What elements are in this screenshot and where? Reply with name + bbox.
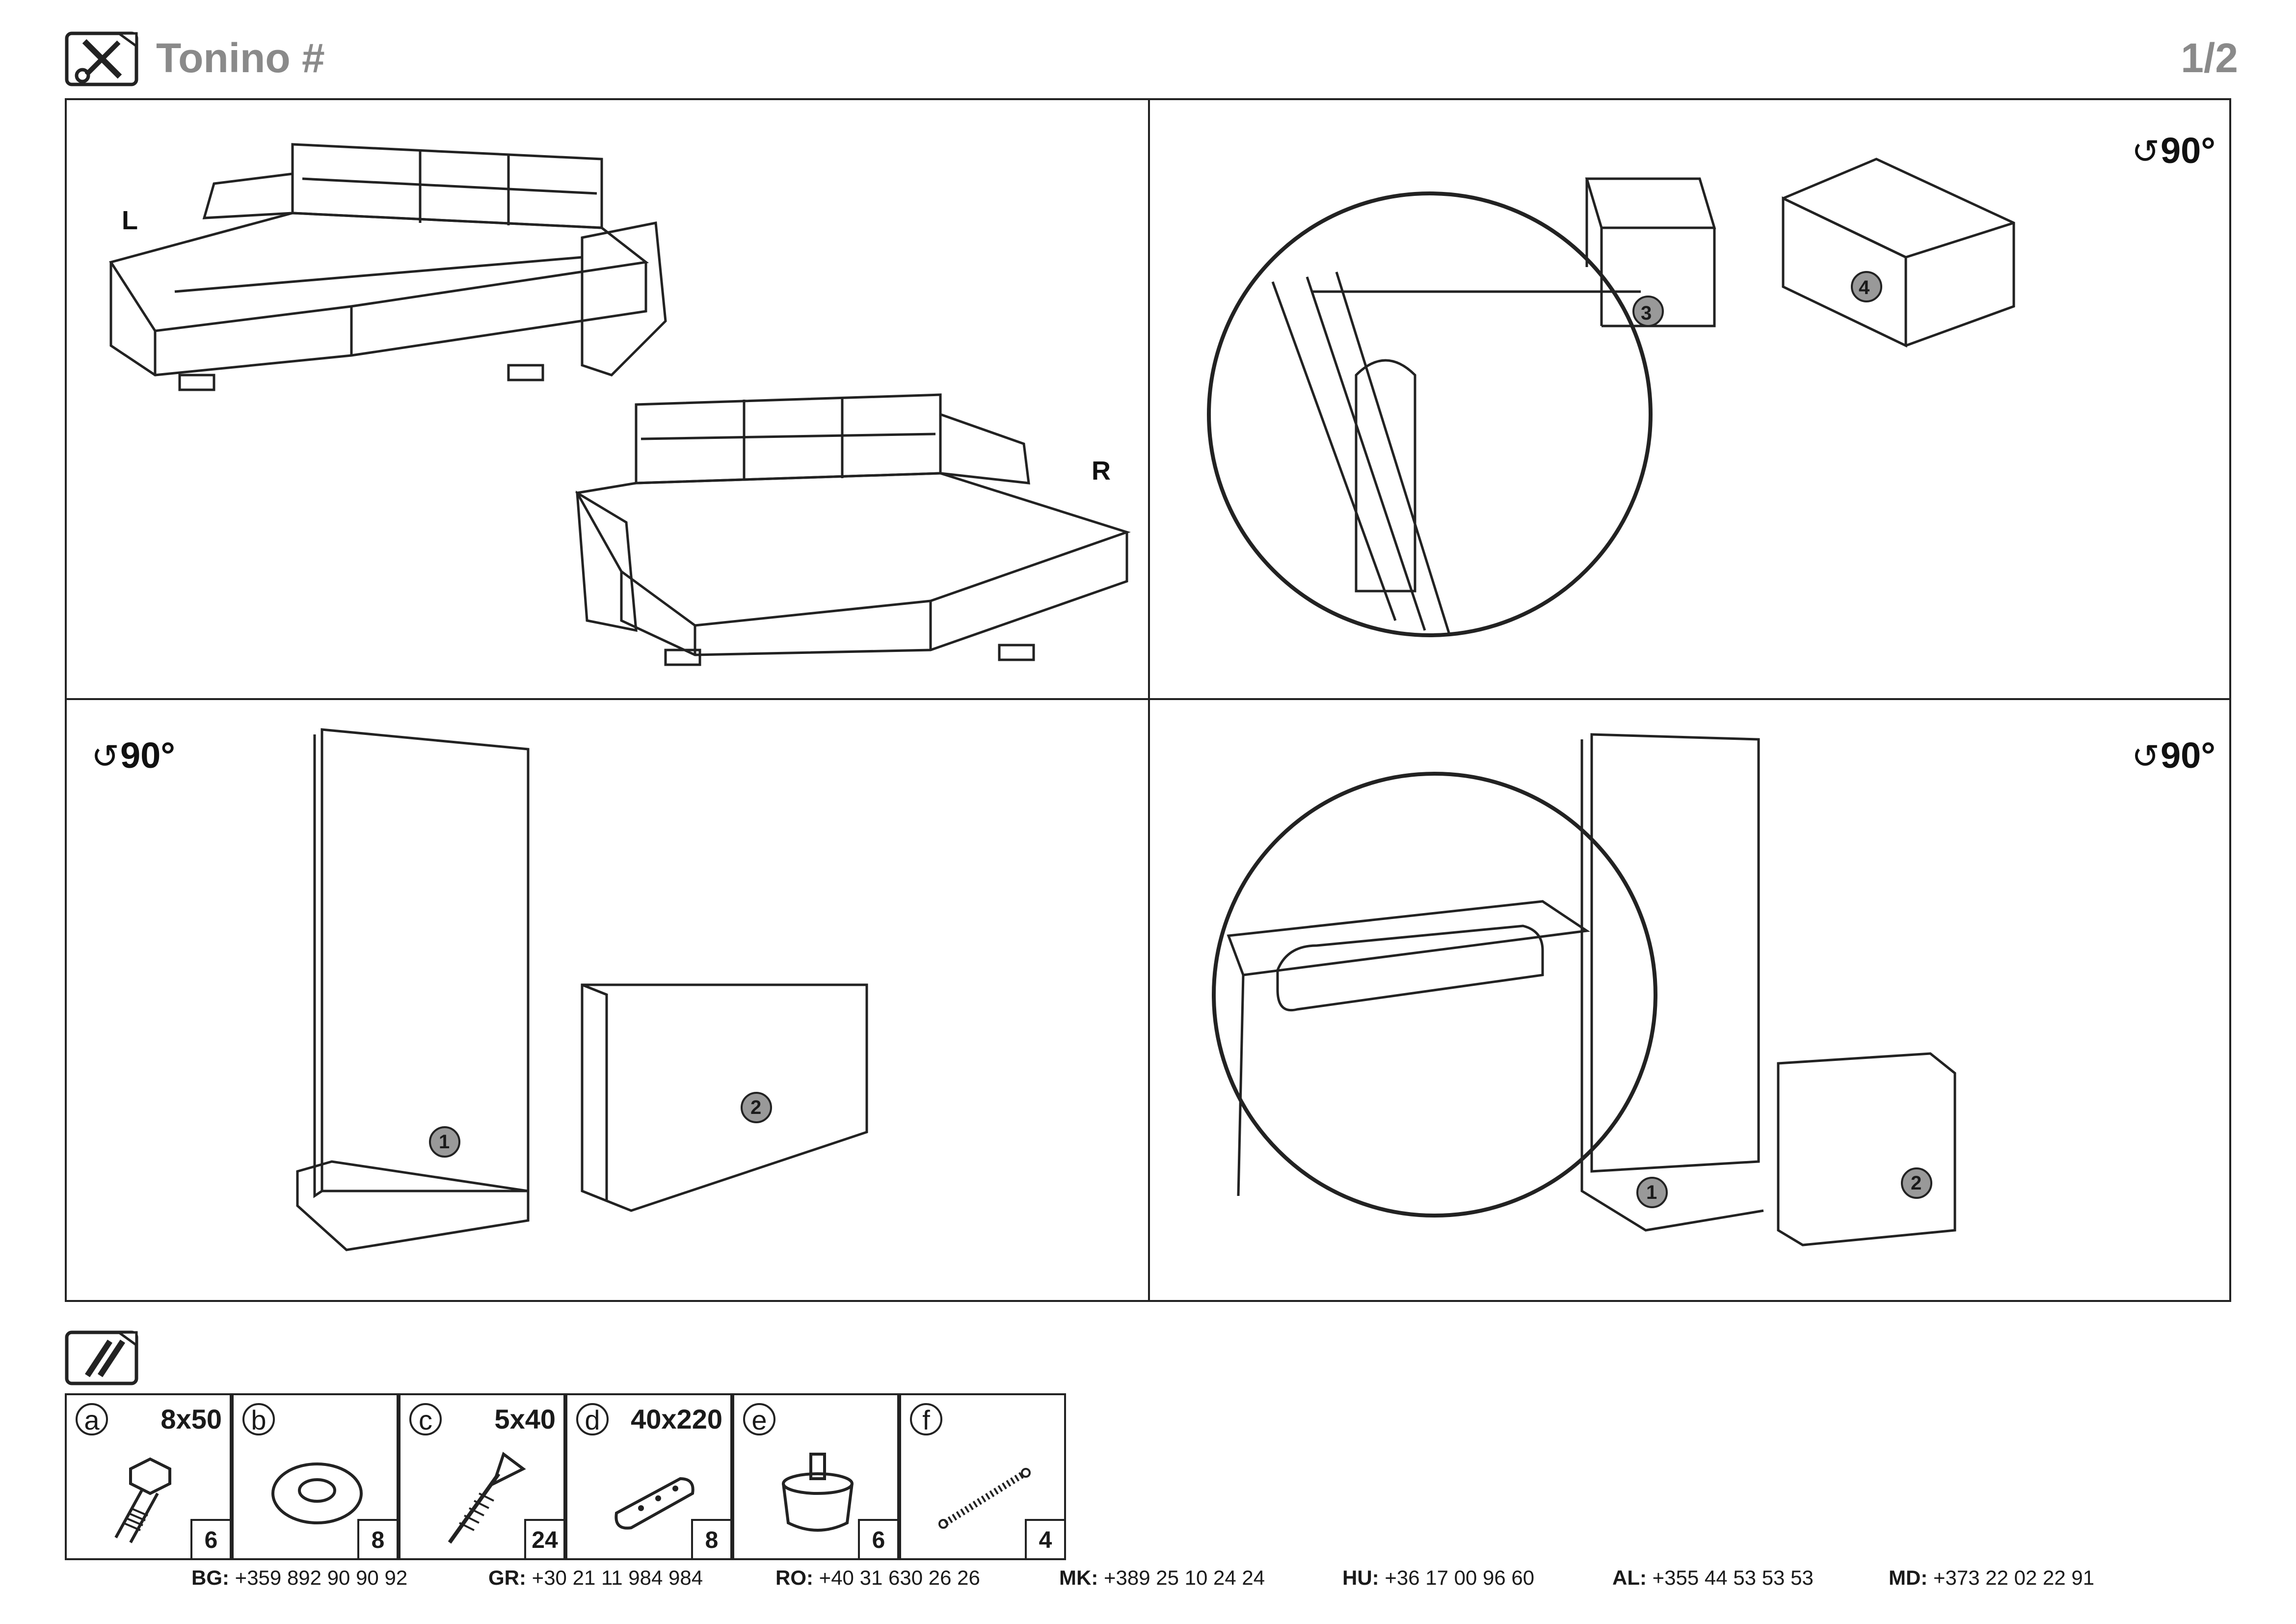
feet-assembly-illustration (296, 728, 868, 1251)
panel-sofa-variants: L 90° R (67, 100, 1148, 698)
sofa-left-label: L (122, 206, 138, 235)
part-c: c 5x40 24 (399, 1393, 565, 1560)
part-size: 5x40 (494, 1404, 556, 1435)
box-number-4: 4 (1859, 277, 1870, 298)
contact-hu: HU: +36 17 00 96 60 (1342, 1566, 1535, 1589)
part-qty: 8 (357, 1519, 399, 1560)
part-d: d 40x220 8 (565, 1393, 732, 1560)
foot-icon (782, 1453, 854, 1532)
panel-feet-assembly: ↺90° 1 2 (67, 700, 1148, 1300)
contact-md: MD: +373 22 02 22 91 (1889, 1566, 2095, 1589)
box-number-1-right: 1 (1646, 1182, 1657, 1203)
part-qty: 8 (691, 1519, 732, 1560)
page-title: Tonino # (156, 35, 325, 81)
page-number: 1/2 (2181, 35, 2238, 81)
sofa-right-label: R (1092, 456, 1111, 486)
washer-icon (271, 1462, 363, 1524)
part-qty: 24 (524, 1519, 565, 1560)
part-size: 40x220 (631, 1404, 722, 1435)
parts-table: a 8x50 6 b 8 c 5x40 24 d 40x220 (65, 1393, 1070, 1560)
part-b: b 8 (232, 1393, 399, 1560)
part-letter: e (743, 1403, 775, 1435)
grid-divider-horizontal (67, 698, 2229, 700)
part-letter: f (910, 1403, 942, 1435)
boxes-dowels-illustration (1207, 158, 2015, 637)
parts-icon (65, 1330, 138, 1385)
screw-icon (448, 1452, 526, 1544)
box-number-1: 1 (439, 1131, 450, 1153)
dowel-bar-icon (614, 1477, 694, 1530)
panel-dowels-illustration (1212, 733, 1956, 1246)
contacts-footer: BG: +359 892 90 90 92 GR: +30 21 11 984 … (0, 1566, 2296, 1596)
part-letter: b (242, 1403, 275, 1435)
contact-ro: RO: +40 31 630 26 26 (775, 1566, 980, 1589)
contact-gr: GR: +30 21 11 984 984 (488, 1566, 703, 1589)
part-f: f 4 (899, 1393, 1066, 1560)
part-qty: 4 (1025, 1519, 1066, 1560)
rotation-90-top-right: ↺90° (2132, 130, 2216, 171)
contact-al: AL: +355 44 53 53 53 (1612, 1566, 1814, 1589)
panel-boxes-dowels: ↺90° 4 3 (1150, 100, 2229, 698)
part-size: 8x50 (160, 1404, 222, 1435)
panel-panel-dowels: ↺90° 1 2 (1150, 700, 2229, 1300)
box-number-2-right: 2 (1911, 1172, 1922, 1194)
tools-icon (65, 31, 138, 86)
part-e: e 6 (732, 1393, 899, 1560)
part-qty: 6 (858, 1519, 899, 1560)
part-letter: c (409, 1403, 442, 1435)
sofa-illustration (109, 143, 1131, 666)
part-letter: a (76, 1403, 108, 1435)
bolt-icon (114, 1457, 171, 1543)
part-letter: d (576, 1403, 609, 1435)
spring-icon (938, 1468, 1031, 1529)
box-number-3: 3 (1641, 302, 1652, 324)
part-qty: 6 (190, 1519, 232, 1560)
grid-divider-vertical (1148, 100, 1150, 1300)
instruction-grid: L 90° R (65, 98, 2231, 1302)
contact-bg: BG: +359 892 90 90 92 (191, 1566, 408, 1589)
box-number-2: 2 (750, 1097, 762, 1118)
contact-mk: MK: +389 25 10 24 24 (1059, 1566, 1265, 1589)
rotation-90-bottom-left: ↺90° (91, 735, 175, 776)
rotation-90-bottom-right: ↺90° (2132, 735, 2216, 776)
part-a: a 8x50 6 (65, 1393, 232, 1560)
